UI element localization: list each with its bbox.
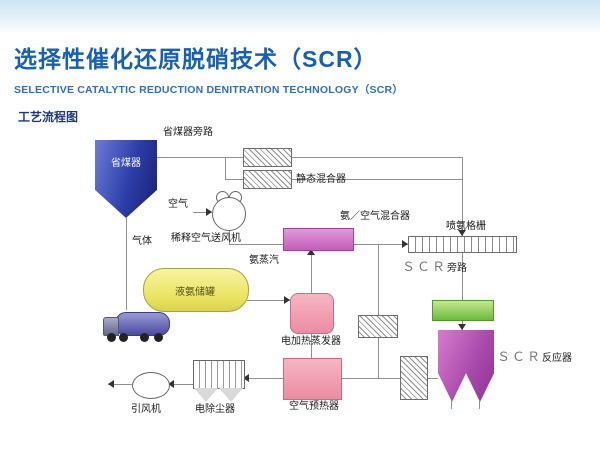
flow-line bbox=[311, 249, 312, 293]
ammonia-air-mixer-label: 氨／空气混合器 bbox=[340, 211, 410, 222]
flow-line bbox=[108, 384, 132, 385]
gas-label: 气体 bbox=[132, 236, 152, 247]
truck-wheel-icon bbox=[154, 333, 163, 342]
flow-line bbox=[290, 157, 462, 158]
flow-line bbox=[479, 401, 480, 409]
arrow-icon bbox=[458, 324, 466, 330]
scr-bypass-damper-icon bbox=[358, 315, 398, 338]
arrow-icon bbox=[402, 240, 408, 248]
ammonia-injection-grid-label: 喷氨格栅 bbox=[446, 221, 486, 232]
esp-label: 电除尘器 bbox=[195, 404, 235, 415]
truck-wheel-icon bbox=[107, 333, 116, 342]
outlet-damper-icon bbox=[400, 356, 428, 400]
liquid-ammonia-tank-label: 液氨储罐 bbox=[175, 287, 215, 298]
page-subtitle: SELECTIVE CATALYTIC REDUCTION DENITRATIO… bbox=[14, 84, 404, 96]
economizer-shape bbox=[95, 140, 157, 218]
arrow-icon bbox=[206, 208, 212, 216]
flow-rectifier-shape bbox=[432, 300, 494, 321]
economizer-bypass-label: 省煤器旁路 bbox=[163, 127, 213, 138]
scr-reactor-label-cn: 反应器 bbox=[542, 353, 573, 364]
flow-line bbox=[290, 179, 462, 180]
page-title: 选择性催化还原脱硝技术（SCR） bbox=[14, 46, 378, 72]
flow-line bbox=[311, 332, 312, 358]
flow-line bbox=[193, 212, 212, 213]
flow-line bbox=[157, 157, 243, 158]
dilution-air-blower-icon bbox=[212, 197, 246, 231]
arrow-icon bbox=[243, 374, 249, 382]
scr-reactor-label: ＳＣＲ反应器 bbox=[497, 349, 573, 365]
section-label: 工艺流程图 bbox=[18, 110, 79, 124]
ammonia-injection-grid-shape bbox=[408, 236, 517, 253]
scr-reactor-shape bbox=[438, 330, 494, 402]
flow-line bbox=[340, 378, 400, 379]
liquid-ammonia-tank-shape bbox=[143, 268, 249, 312]
electric-evaporator-label: 电加热蒸发器 bbox=[281, 336, 341, 347]
arrow-icon bbox=[458, 230, 466, 236]
economizer-bypass-damper-icon bbox=[243, 148, 292, 167]
air-label: 空气 bbox=[168, 199, 188, 210]
scr-reactor-label-en: ＳＣＲ bbox=[497, 349, 543, 364]
flow-line bbox=[378, 336, 379, 378]
scr-bypass-label-cn: 旁路 bbox=[447, 263, 468, 274]
flow-line bbox=[126, 218, 127, 310]
id-fan-icon bbox=[132, 372, 170, 399]
flow-line bbox=[462, 157, 463, 236]
air-preheater-shape bbox=[283, 358, 342, 400]
electric-evaporator-shape bbox=[290, 293, 334, 334]
flow-line bbox=[451, 401, 452, 409]
flow-line bbox=[225, 157, 226, 179]
flow-line bbox=[426, 378, 438, 379]
static-mixer-device-icon bbox=[243, 170, 292, 189]
esp-hopper-icon bbox=[219, 388, 243, 402]
truck-wheel-icon bbox=[140, 333, 149, 342]
flow-line bbox=[229, 244, 283, 245]
flow-line bbox=[462, 251, 463, 300]
arrow-icon bbox=[284, 296, 290, 304]
header-band bbox=[0, 0, 600, 34]
scr-bypass-label: ＳＣＲ旁路 bbox=[402, 259, 468, 275]
arrow-icon bbox=[168, 380, 174, 388]
truck-wheel-icon bbox=[119, 333, 128, 342]
esp-hopper-icon bbox=[194, 388, 218, 402]
flow-line bbox=[352, 244, 408, 245]
economizer-label: 省煤器 bbox=[111, 158, 141, 169]
arrow-icon bbox=[108, 380, 114, 388]
arrow-icon bbox=[307, 249, 315, 255]
flow-line bbox=[168, 384, 193, 385]
id-fan-label: 引风机 bbox=[131, 404, 161, 415]
flow-line bbox=[378, 244, 379, 315]
esp-shape bbox=[193, 360, 245, 389]
flow-line bbox=[247, 300, 290, 301]
flow-line bbox=[225, 179, 243, 180]
static-mixer-label: 静态混合器 bbox=[296, 174, 346, 185]
flow-line bbox=[229, 229, 230, 244]
ammonia-vapor-label: 氨蒸汽 bbox=[249, 255, 279, 266]
dilution-air-fan-label: 稀释空气送风机 bbox=[171, 233, 241, 244]
flow-line bbox=[243, 378, 283, 379]
scr-bypass-label-en: ＳＣＲ bbox=[402, 259, 448, 274]
air-preheater-label: 空气预热器 bbox=[289, 401, 339, 412]
ammonia-air-mixer-shape bbox=[283, 228, 354, 251]
